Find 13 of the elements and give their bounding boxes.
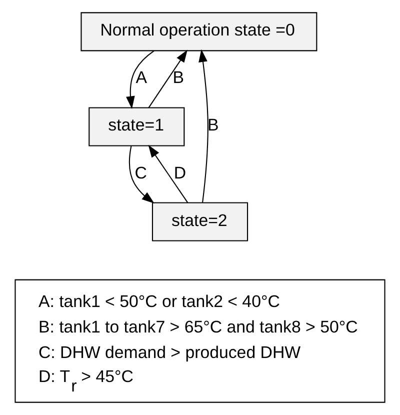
arrow bbox=[128, 146, 154, 204]
arrow bbox=[148, 50, 188, 108]
edge-label: B bbox=[208, 116, 219, 135]
arrow bbox=[148, 144, 188, 203]
edge-label: B bbox=[172, 68, 184, 88]
edge-label: C bbox=[134, 163, 147, 182]
node-box: state=2 bbox=[152, 202, 248, 242]
node-box: state=1 bbox=[88, 107, 185, 146]
edge-label: A bbox=[136, 68, 148, 88]
arrow bbox=[198, 49, 208, 203]
edge-label: D bbox=[174, 163, 186, 182]
arrow bbox=[126, 50, 154, 109]
node-box: Normal operation state =0 bbox=[80, 12, 318, 52]
